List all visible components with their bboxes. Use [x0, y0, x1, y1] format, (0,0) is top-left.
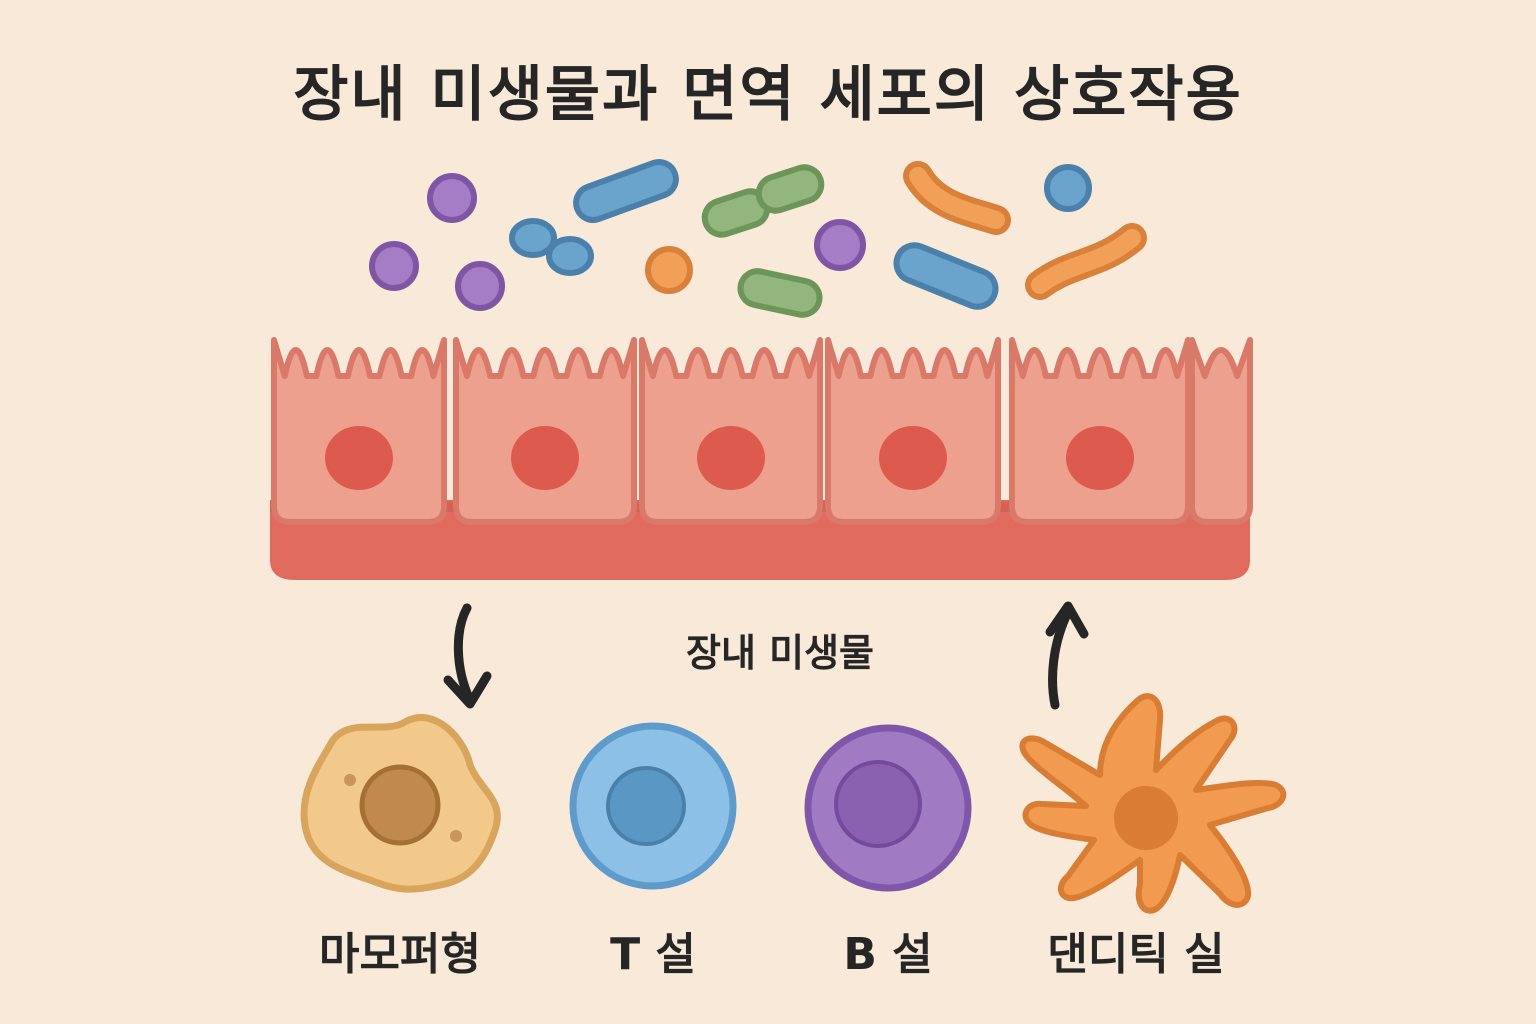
arrow-up-icon — [1045, 601, 1089, 710]
cocci-bacterium — [369, 241, 419, 291]
cell-nucleus — [879, 426, 947, 490]
cell-nucleus — [325, 426, 393, 490]
cell-nucleus — [511, 426, 579, 490]
arrow-down-icon — [443, 603, 492, 709]
rod-bacterium — [573, 159, 679, 223]
page-title: 장내 미생물과 면역 세포의 상호작용 — [293, 60, 1243, 130]
rod-bacterium — [893, 242, 999, 310]
cocci-bacterium — [427, 173, 477, 223]
cell-nucleus — [1066, 426, 1134, 490]
macrophage-icon — [300, 714, 501, 893]
dendritic-cell-icon — [1019, 693, 1287, 914]
cocci-bacterium — [1044, 164, 1092, 212]
b-cell-label: B 설 — [843, 929, 933, 980]
b-cell-icon — [804, 724, 972, 892]
curved-bacterium — [909, 167, 1005, 229]
macrophage-label: 마모퍼형 — [319, 929, 481, 980]
cell-nucleus — [697, 426, 765, 490]
chain-bacterium — [701, 164, 825, 238]
epithelial-cells — [271, 337, 1253, 525]
t-cell-label: T 설 — [610, 929, 696, 980]
microbiota-label: 장내 미생물 — [685, 631, 875, 675]
cocci-bacterium — [455, 261, 505, 311]
intestinal-epithelium — [270, 337, 1253, 580]
t-cell-icon — [569, 722, 737, 890]
rod-bacterium — [737, 268, 823, 318]
cocci-bacterium — [645, 246, 693, 294]
cocci-bacterium — [814, 219, 866, 271]
diplococcus-bacterium — [509, 218, 594, 276]
dendritic-cell-label: 댄디틱 실 — [1047, 929, 1225, 980]
curved-bacterium — [1031, 229, 1141, 294]
bacteria-group — [369, 159, 1147, 318]
epithelial-cell — [1189, 337, 1253, 525]
